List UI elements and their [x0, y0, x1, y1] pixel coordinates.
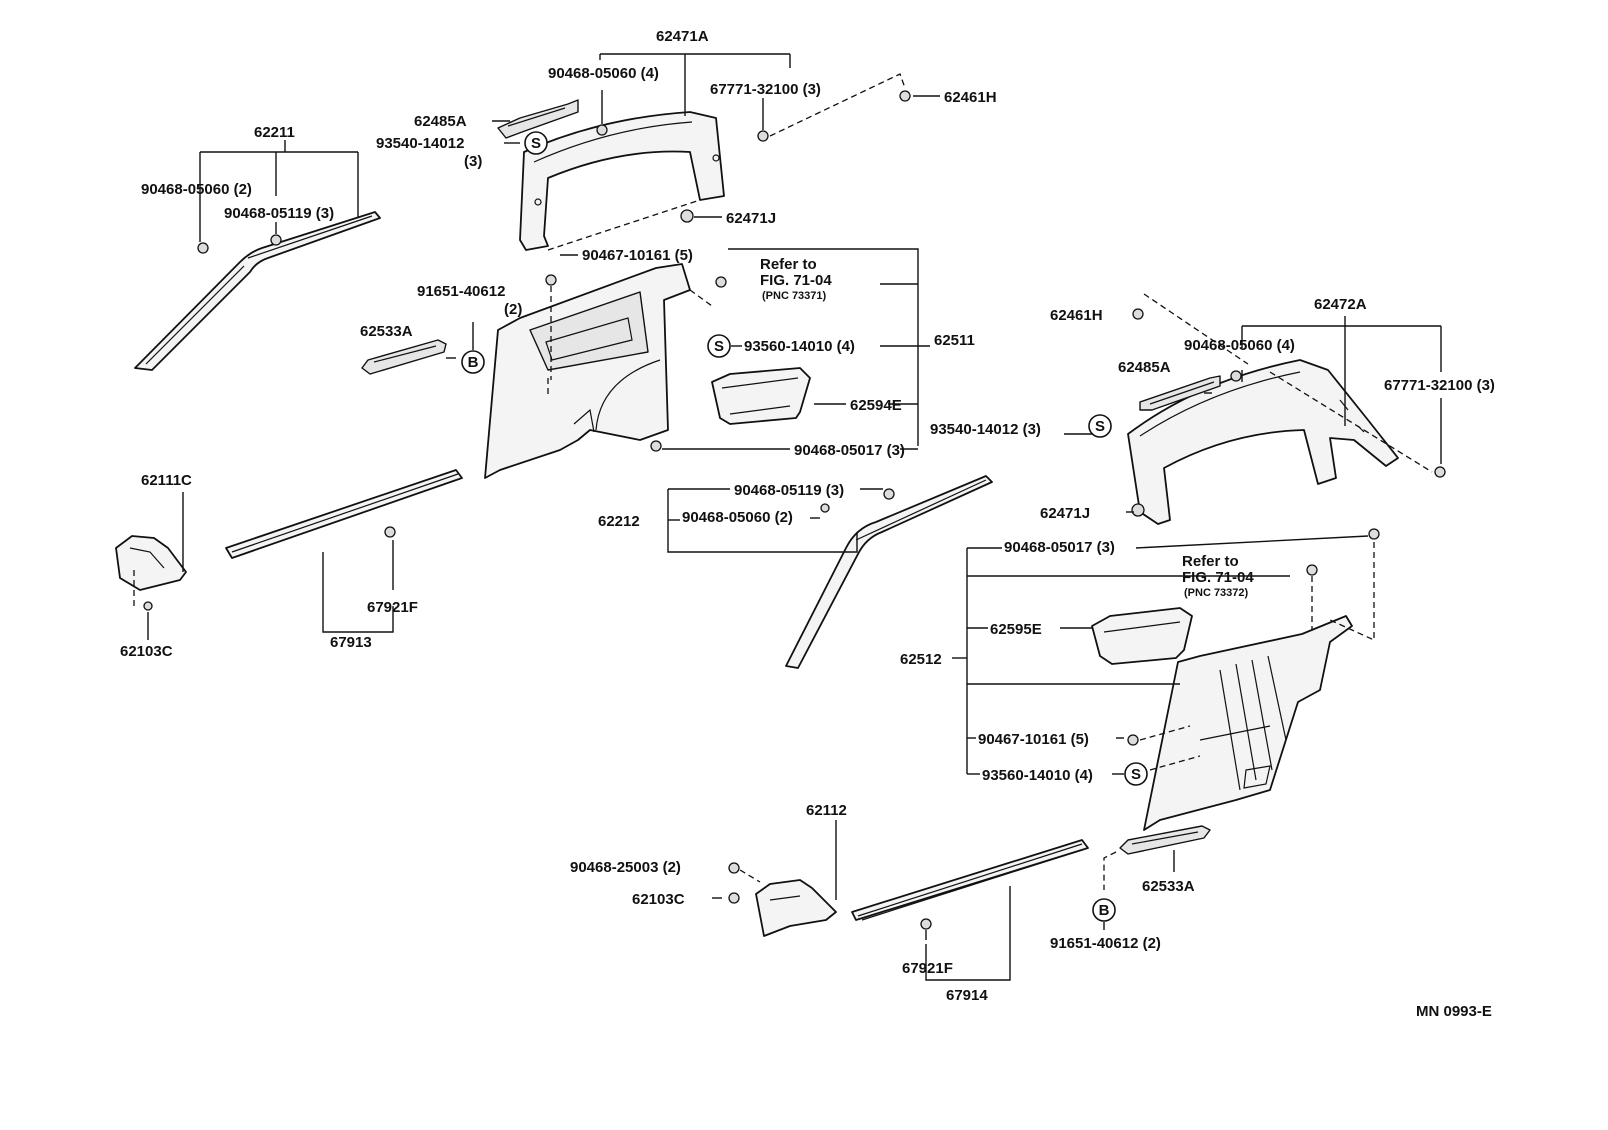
label-67914: 67914: [946, 987, 988, 1004]
grip-handle-62533a-right: [1119, 825, 1211, 855]
label-93540-14012-right: 93540-14012 (3): [930, 421, 1041, 438]
label-90467-10161-top: 90467-10161 (5): [582, 247, 693, 264]
front-pillar-trim-left: [134, 211, 381, 371]
label-93540-14012-top: 93540-14012: [376, 135, 464, 152]
svg-text:S: S: [1095, 418, 1105, 435]
label-90468-05119-mid: 90468-05119 (3): [734, 482, 844, 499]
label-90468-05060-right: 90468-05060 (4): [1184, 337, 1295, 354]
label-90468-05017-right: 90468-05017 (3): [1004, 539, 1115, 556]
label-62472a: 62472A: [1314, 296, 1367, 313]
label-refer-right-2: FIG. 71-04: [1182, 569, 1254, 586]
label-62471j-top: 62471J: [726, 210, 776, 227]
label-62533a-right: 62533A: [1142, 878, 1195, 895]
label-62471j-right: 62471J: [1040, 505, 1090, 522]
storage-pocket-62595e: [1091, 607, 1193, 665]
storage-pocket-62594e: [711, 367, 811, 425]
label-91651-40612-right: 91651-40612 (2): [1050, 935, 1161, 952]
label-62103c-bottom: 62103C: [632, 891, 685, 908]
bracket-62485a-top: [497, 99, 579, 139]
svg-text:S: S: [531, 135, 541, 152]
label-90467-10161-right: 90467-10161 (5): [978, 731, 1089, 748]
label-91651-40612-left: 91651-40612: [417, 283, 505, 300]
label-refer-top-2: FIG. 71-04: [760, 272, 832, 289]
part-labels: 62471A 90468-05060 (4) 67771-32100 (3) 6…: [120, 28, 1495, 1020]
label-90468-05060-left: 90468-05060 (2): [141, 181, 252, 198]
label-90468-05017-top: 90468-05017 (3): [794, 442, 905, 459]
label-62595e: 62595E: [990, 621, 1042, 638]
symbols: S S B S S B: [461, 131, 1148, 922]
label-62461h-right: 62461H: [1050, 307, 1103, 324]
label-67771-32100-top: 67771-32100 (3): [710, 81, 821, 98]
label-67921f-bottom: 67921F: [902, 960, 953, 977]
label-62212: 62212: [598, 513, 640, 530]
screw-symbol-top: S: [524, 131, 548, 155]
label-refer-right-1: Refer to: [1182, 553, 1239, 570]
label-90468-05119-left: 90468-05119 (3): [224, 205, 334, 222]
bolt-symbol-right: B: [1092, 898, 1116, 922]
label-refer-right-3: (PNC 73372): [1184, 587, 1249, 599]
bracket-62485a-right: [1139, 375, 1221, 411]
label-62485a-right: 62485A: [1118, 359, 1171, 376]
label-62471a: 62471A: [656, 28, 709, 45]
screw-symbol-62512: S: [1124, 762, 1148, 786]
kick-panel-62112: [755, 879, 837, 937]
label-62594e: 62594E: [850, 397, 902, 414]
label-refer-top-1: Refer to: [760, 256, 817, 273]
kick-panel-62111c: [115, 535, 187, 591]
label-67913: 67913: [330, 634, 372, 651]
screw-symbol-62511: S: [707, 334, 731, 358]
screw-symbol-right: S: [1088, 414, 1112, 438]
svg-text:S: S: [1131, 766, 1141, 783]
label-90468-05060-mid: 90468-05060 (2): [682, 509, 793, 526]
scuff-plate-67914: [851, 839, 1089, 921]
quarter-trim-panel-62512: [1143, 615, 1353, 831]
label-67921f-left: 67921F: [367, 599, 418, 616]
clips: [143, 90, 1446, 930]
leader-lines: [133, 53, 1442, 981]
label-refer-top-3: (PNC 73371): [762, 290, 827, 302]
label-62512: 62512: [900, 651, 942, 668]
label-62511: 62511: [934, 332, 975, 349]
label-93540-14012-top-qty: (3): [464, 153, 482, 170]
label-62112: 62112: [806, 802, 847, 819]
svg-text:B: B: [1099, 902, 1110, 919]
label-62461h-top: 62461H: [944, 89, 997, 106]
quarter-trim-panel-62511: [484, 263, 691, 479]
label-93560-14010-right: 93560-14010 (4): [982, 767, 1093, 784]
pillar-garnish-62472a: [1127, 359, 1399, 525]
label-91651-40612-left-qty: (2): [504, 301, 522, 318]
grip-handle-62533a-left: [361, 339, 447, 375]
label-93560-14010-top: 93560-14010 (4): [744, 338, 855, 355]
svg-text:S: S: [714, 338, 724, 355]
center-pillar-trim-62212: [785, 475, 993, 669]
svg-text:B: B: [468, 354, 479, 371]
label-62533a-left: 62533A: [360, 323, 413, 340]
label-90468-05060-top: 90468-05060 (4): [548, 65, 659, 82]
bolt-symbol-left: B: [461, 350, 485, 374]
label-62111c: 62111C: [141, 472, 192, 489]
diagram-code: MN 0993-E: [1416, 1003, 1492, 1020]
label-67771-32100-right: 67771-32100 (3): [1384, 377, 1495, 394]
label-62485a-top: 62485A: [414, 113, 467, 130]
scuff-plate-67913: [225, 469, 463, 559]
pillar-garnish-62471a: [519, 111, 725, 251]
label-62103c-left: 62103C: [120, 643, 173, 660]
label-62211: 62211: [254, 124, 295, 141]
label-90468-25003: 90468-25003 (2): [570, 859, 681, 876]
